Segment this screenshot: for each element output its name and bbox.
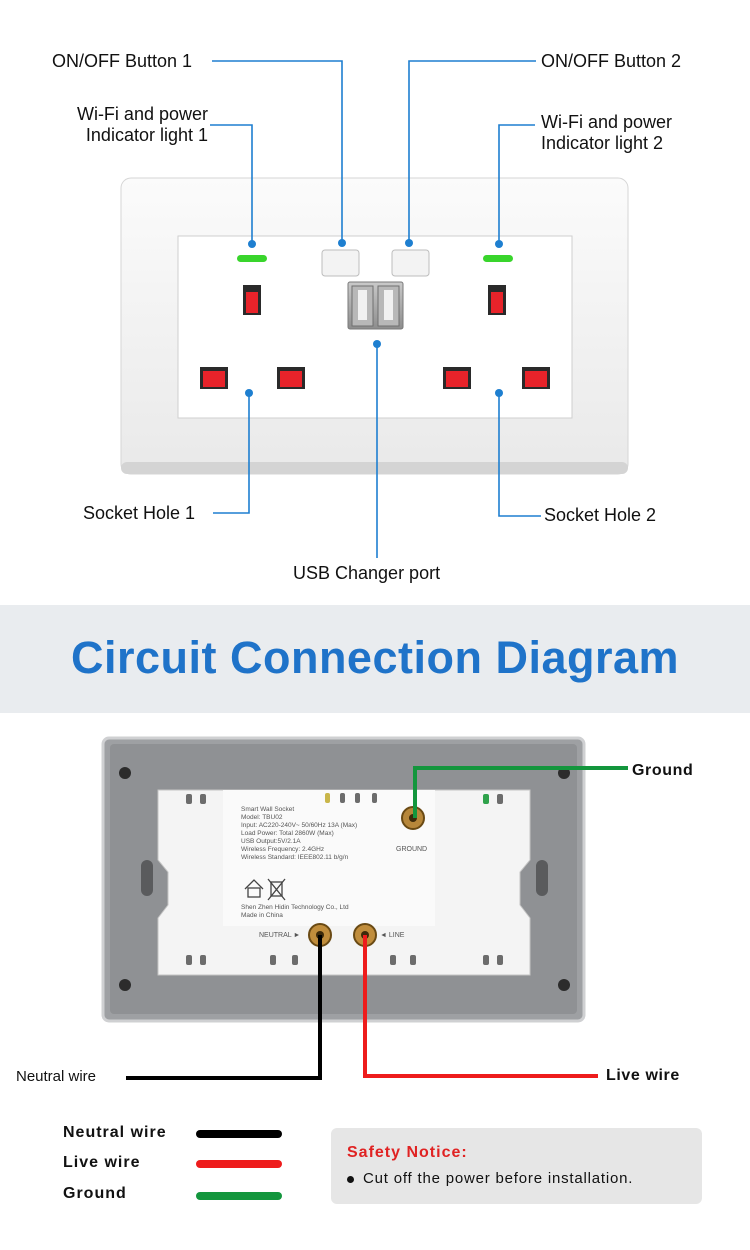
- house-icon: [244, 879, 264, 898]
- callout-indicator-light-1-line1: Wi-Fi and power: [76, 104, 208, 124]
- callout-dots: [245, 239, 503, 397]
- wires: [126, 766, 628, 1080]
- mount-hole-bl: [119, 979, 131, 991]
- back-label-line: Load Power: Total 2860W (Max): [241, 830, 334, 837]
- socket-front-illustration: [120, 60, 629, 558]
- legend-line-live: [196, 1160, 282, 1168]
- back-label-line: Smart Wall Socket: [241, 806, 295, 813]
- neutral-wire: [126, 935, 322, 1080]
- back-label-line: USB Output:5V/2.1A: [241, 838, 301, 845]
- legend-label-live: Live wire: [63, 1154, 141, 1171]
- onoff-button-1: [321, 249, 360, 277]
- usb-port: [347, 281, 404, 330]
- callout-indicator-light-2-line1: Wi-Fi and power: [541, 112, 673, 132]
- safety-notice-title: Safety Notice:: [347, 1144, 468, 1161]
- callout-indicator-light-1: Wi-Fi and power Indicator light 1: [0, 104, 208, 146]
- live-wire: [363, 935, 598, 1078]
- callout-leaders: [210, 60, 541, 558]
- callout-indicator-light-2: Wi-Fi and power Indicator light 2: [541, 112, 672, 154]
- section-banner: [0, 605, 750, 713]
- legend-label-neutral: Neutral wire: [63, 1124, 167, 1141]
- socket-hole-2-right: [522, 367, 550, 389]
- callout-usb-port: USB Changer port: [293, 563, 441, 583]
- callout-socket-hole-2: Socket Hole 2: [544, 505, 657, 525]
- bullet-icon: [347, 1175, 354, 1183]
- legend-line-ground: [196, 1192, 282, 1200]
- back-label-manufacturer: Shen Zhen Hidin Technology Co., Ltd: [241, 904, 349, 911]
- callout-indicator-light-2-line2: Indicator light 2: [541, 133, 664, 153]
- onoff-button-2: [391, 249, 430, 277]
- safety-notice: Safety Notice: Cut off the power before …: [331, 1128, 702, 1204]
- callout-socket-hole-1: Socket Hole 1: [83, 503, 196, 523]
- earth-hole-1: [243, 285, 261, 315]
- back-label-line: Model: TBU02: [241, 814, 283, 821]
- safety-notice-text: Cut off the power before installation.: [363, 1170, 634, 1187]
- legend-label-ground: Ground: [63, 1185, 127, 1202]
- callout-indicator-light-1-line2: Indicator light 1: [85, 125, 208, 145]
- socket-hole-1-left: [200, 367, 228, 389]
- callout-onoff-button-2: ON/OFF Button 2: [541, 51, 682, 71]
- live-wire-label: Live wire: [606, 1067, 680, 1084]
- back-label-line: Wireless Standard: IEEE802.11 b/g/n: [241, 854, 349, 861]
- earth-hole-2: [488, 285, 506, 315]
- section-title: Circuit Connection Diagram: [70, 632, 680, 683]
- neutral-wire-label: Neutral wire: [16, 1068, 97, 1085]
- ground-terminal-label: GROUND: [396, 846, 428, 853]
- line-terminal-label: ◄ LINE: [380, 932, 405, 939]
- ground-wire-label: Ground: [632, 762, 694, 779]
- back-label-line: Wireless Frequency: 2.4GHz: [241, 846, 325, 853]
- safety-notice-item: Cut off the power before installation.: [347, 1170, 633, 1187]
- weee-bin-icon: [267, 878, 286, 901]
- legend-line-neutral: [196, 1130, 282, 1138]
- back-label-line: Input: AC220-240V~ 50/60Hz 13A (Max): [241, 822, 358, 829]
- mount-hole-tl: [119, 767, 131, 779]
- indicator-light-1: [237, 255, 267, 262]
- callout-onoff-button-1: ON/OFF Button 1: [52, 51, 193, 71]
- neutral-terminal-label: NEUTRAL ►: [259, 932, 301, 939]
- socket-hole-2-left: [443, 367, 471, 389]
- back-label-origin: Made in China: [241, 912, 283, 919]
- socket-hole-1-right: [277, 367, 305, 389]
- mount-hole-br: [558, 979, 570, 991]
- ground-wire: [413, 766, 628, 818]
- indicator-light-2: [483, 255, 513, 262]
